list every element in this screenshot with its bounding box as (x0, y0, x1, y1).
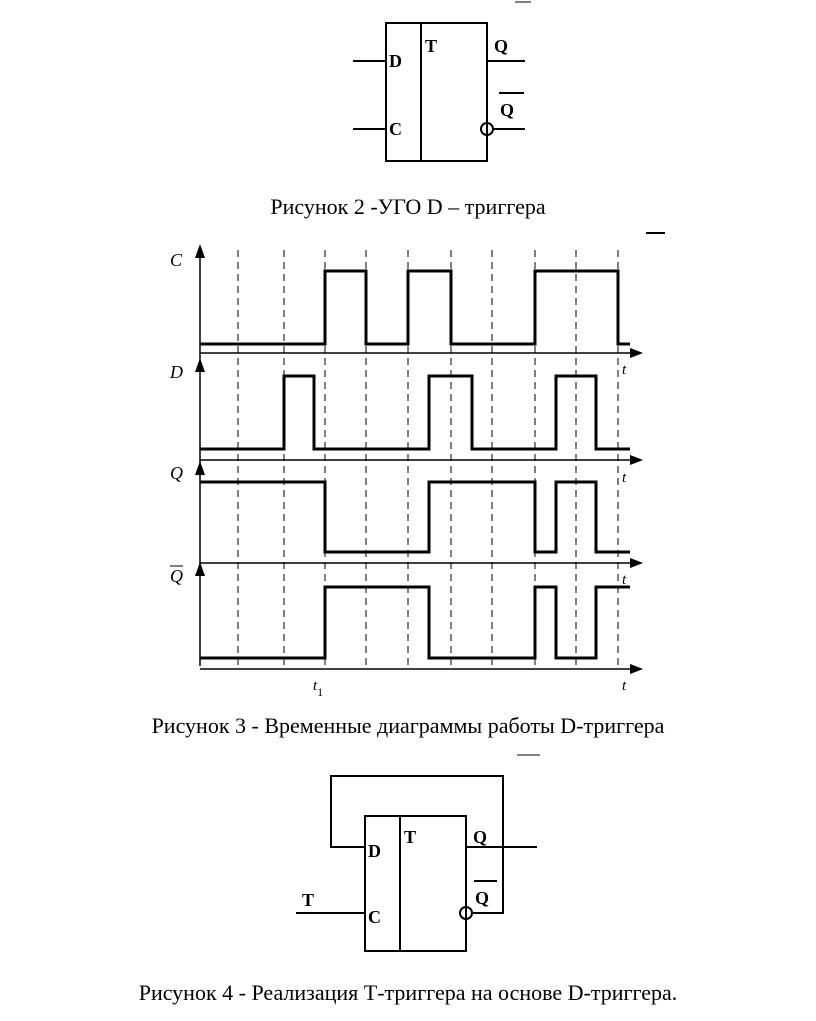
arrow-t1 (630, 348, 643, 358)
figure-4-caption: Рисунок 4 - Реализация Т-триггера на осн… (139, 980, 678, 1005)
signal-label-qbar: Q (170, 566, 183, 586)
pin-q-label: Q (473, 827, 487, 847)
pin-t-label: T (425, 36, 437, 56)
time-label: t (622, 470, 627, 486)
signal-label-c: C (170, 250, 183, 270)
trigger-body (364, 815, 467, 952)
time-label: t (622, 362, 627, 378)
pin-qbar-label: Q (475, 888, 489, 908)
feedback-wire (330, 775, 504, 914)
waveform-c (200, 269, 630, 346)
figure-3-timing-diagram: C D Q Q t t t t t1 Рисунок 3 - Временные… (152, 232, 665, 738)
figure-4-t-trigger-circuit: D C T Q Q T Рисунок 4 - Реализация Т-три… (139, 754, 678, 1005)
input-t-label: T (302, 890, 314, 910)
pin-qbar-label: Q (500, 100, 514, 120)
pin-c-label: C (389, 119, 402, 139)
arrow-qbar (195, 562, 205, 576)
arrow-q (195, 461, 205, 475)
signal-label-q: Q (170, 463, 183, 483)
figure-2-d-trigger-symbol: D C T Q Q Рисунок 2 -УГО D – триггера (270, 1, 546, 219)
arrow-t2 (630, 455, 643, 465)
figure-2-caption: Рисунок 2 -УГО D – триггера (270, 194, 545, 219)
pin-t-label: T (404, 827, 416, 847)
arrow-d (195, 358, 205, 372)
t1-base: t (313, 678, 318, 694)
time-label: t (622, 572, 627, 588)
time-label: t (622, 678, 627, 694)
figure-3-caption: Рисунок 3 - Временные диаграммы работы D… (152, 713, 665, 738)
arrow-t4 (630, 664, 643, 674)
inversion-bubble (459, 906, 473, 920)
waveform-d (200, 374, 630, 451)
pin-d-label: D (368, 841, 381, 861)
waveform-qbar (200, 585, 630, 660)
t1-marker-label: t1 (313, 678, 323, 699)
pin-d-label: D (389, 51, 402, 71)
pin-q-label: Q (494, 36, 508, 56)
trigger-body (385, 22, 488, 162)
waveform-q (200, 480, 630, 554)
signal-label-d: D (169, 362, 183, 382)
arrow-c (195, 244, 205, 258)
arrow-t3 (630, 558, 643, 568)
t1-subscript: 1 (317, 685, 323, 699)
pin-c-label: C (368, 907, 381, 927)
